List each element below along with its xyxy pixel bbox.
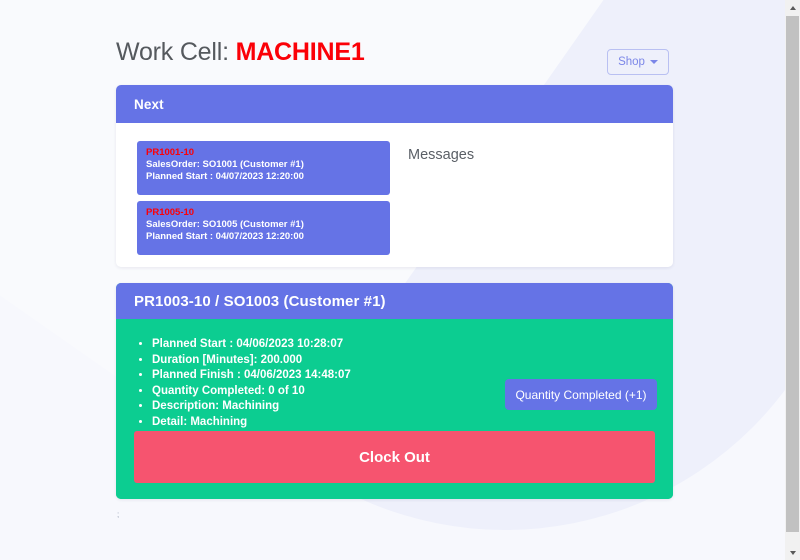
work-order-details-list: Planned Start : 04/06/2023 10:28:07 Dura… — [152, 337, 351, 431]
page-header: Work Cell: MACHINE1 — [0, 38, 785, 80]
job-planned-start: Planned Start : 04/07/2023 12:20:00 — [146, 171, 304, 182]
shop-dropdown-button[interactable]: Shop — [607, 49, 669, 75]
quantity-completed-button[interactable]: Quantity Completed (+1) — [505, 379, 657, 410]
list-item: Planned Finish : 04/06/2023 14:48:07 — [152, 368, 351, 384]
shop-dropdown-label: Shop — [618, 56, 645, 68]
next-panel-header-label: Next — [134, 96, 164, 112]
page-title-prefix: Work Cell: — [116, 38, 236, 66]
scrollbar[interactable] — [785, 0, 800, 560]
list-item: Detail: Machining — [152, 415, 351, 431]
list-item[interactable]: PR1001-10 SalesOrder: SO1001 (Customer #… — [137, 141, 390, 195]
stray-glyph: ; — [117, 510, 120, 519]
clock-out-button[interactable]: Clock Out — [134, 431, 655, 483]
scrollbar-thumb[interactable] — [786, 16, 799, 532]
work-order-panel: PR1003-10 / SO1003 (Customer #1) Planned… — [116, 283, 673, 499]
job-id: PR1005-10 — [146, 207, 195, 218]
next-panel-header: Next — [116, 85, 673, 123]
chevron-down-icon — [649, 60, 658, 64]
list-item[interactable]: PR1005-10 SalesOrder: SO1005 (Customer #… — [137, 201, 390, 255]
work-order-body: Planned Start : 04/06/2023 10:28:07 Dura… — [116, 319, 673, 499]
list-item: Description: Machining — [152, 399, 351, 415]
next-panel: Next PR1001-10 SalesOrder: SO1001 (Custo… — [116, 85, 673, 267]
work-order-header: PR1003-10 / SO1003 (Customer #1) — [116, 283, 673, 319]
list-item: Planned Start : 04/06/2023 10:28:07 — [152, 337, 351, 353]
job-sales-order: SalesOrder: SO1001 (Customer #1) — [146, 159, 304, 170]
list-item: Quantity Completed: 0 of 10 — [152, 384, 351, 400]
messages-label: Messages — [408, 147, 475, 163]
chevron-down-icon — [789, 550, 796, 555]
page-title: Work Cell: MACHINE1 — [116, 38, 365, 67]
work-order-header-label: PR1003-10 / SO1003 (Customer #1) — [134, 292, 386, 310]
scrollbar-down-button[interactable] — [785, 545, 800, 560]
job-id: PR1001-10 — [146, 147, 195, 158]
scrollbar-up-button[interactable] — [785, 0, 800, 15]
job-planned-start: Planned Start : 04/07/2023 12:20:00 — [146, 231, 304, 242]
list-item: Duration [Minutes]: 200.000 — [152, 353, 351, 369]
chevron-up-icon — [789, 5, 796, 10]
page-title-machine: MACHINE1 — [235, 38, 365, 66]
job-sales-order: SalesOrder: SO1005 (Customer #1) — [146, 219, 304, 230]
next-panel-body: PR1001-10 SalesOrder: SO1001 (Customer #… — [116, 123, 673, 267]
